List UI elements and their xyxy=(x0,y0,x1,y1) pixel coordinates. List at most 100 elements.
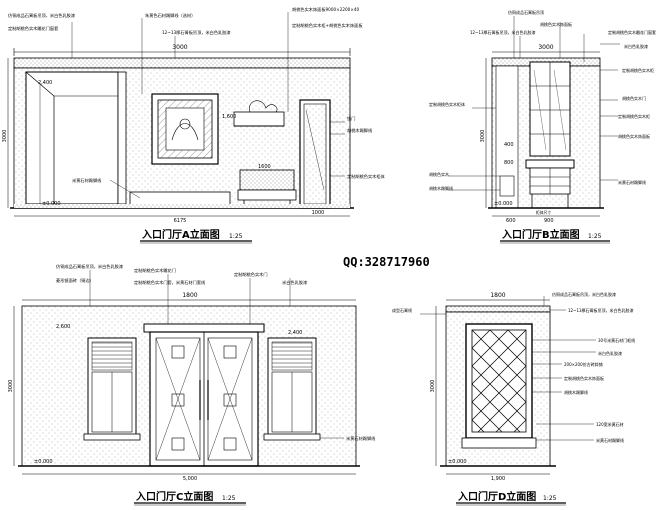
note-b-9: 胡桃色实木饰面板 xyxy=(618,133,650,139)
dim-b-bottom-c: 柜体尺寸 xyxy=(536,210,551,215)
dim-top: 3000 xyxy=(172,44,187,51)
dim-b-height-b: 800 xyxy=(504,160,514,166)
elevation-d: 1800 ±0.000 3000 xyxy=(392,291,635,506)
dim-b-bottom-a: 600 xyxy=(506,218,516,224)
note-c-5: 米黄石材踢脚线 xyxy=(346,435,376,442)
left-window xyxy=(83,337,141,441)
diamond-lattice-panel xyxy=(465,323,533,439)
note-b-5: 米白色乳胶漆 xyxy=(624,43,648,49)
note-d-2: 成型石膏线 xyxy=(392,307,412,313)
right-window xyxy=(263,337,321,441)
note-d-9: 米黄石材踢脚线 xyxy=(596,437,624,443)
drawer-chest xyxy=(525,159,575,208)
floor-level: ±0.000 xyxy=(448,459,467,465)
note-a-8: 胡桃木踢脚线 xyxy=(347,127,373,134)
floor-level: ±0.000 xyxy=(42,201,61,207)
note-b-1: 定制胡桃色实木柜体 xyxy=(429,101,465,107)
note-d-8: 120宽米黄石材 xyxy=(596,421,624,427)
elevation-c: 1800 xyxy=(8,263,376,506)
dim-d-left: 3000 xyxy=(430,380,436,393)
note-b-3: 胡桃色实木饰面板 xyxy=(540,21,572,27)
floor-level: ±0.000 xyxy=(494,201,513,207)
note-b-2: 仿铜成品石膏板吊顶 xyxy=(508,9,544,15)
note-b-6: 定制胡桃色实木柜 xyxy=(622,67,654,73)
double-door xyxy=(143,323,265,467)
note-c-1: 菱形镜面砖（铜边） xyxy=(56,277,94,284)
ceiling-band xyxy=(13,57,351,69)
note-d-5: 200×200仿古砖斜铺 xyxy=(564,361,603,367)
note-c-0: 仿铜成品石膏板吊顶，米白色乳胶漆 xyxy=(56,263,123,270)
dim-c-top: 1800 xyxy=(182,292,197,299)
elevation-b: 3000 ±0.000 3000 600 xyxy=(429,9,656,244)
skirting-block xyxy=(461,437,537,449)
view-scale-c: 1:25 xyxy=(222,495,236,502)
note-c-3: 定制胡桃色实木门套，米黄石材门套线 xyxy=(134,279,206,286)
annotations-b: 12~13厚石膏板吊顶，米白色乳胶漆 定制胡桃色实木柜体 仿铜成品石膏板吊顶 胡… xyxy=(429,9,656,191)
dim-door-height: 2,400 xyxy=(38,80,52,86)
dim-b-bottom-b: 900 xyxy=(544,218,554,224)
note-b-12: 胡桃木踢脚线 xyxy=(429,185,453,191)
note-a-2: 定制胡桃色实木雕花门窗套 xyxy=(8,25,59,32)
note-d-6: 定制胡桃色实木饰面板 xyxy=(564,375,604,381)
wall-shelf xyxy=(233,100,285,127)
dim-bench: 1600 xyxy=(258,164,271,170)
bench xyxy=(237,169,297,208)
note-b-0: 12~13厚石膏板吊顶，米白色乳胶漆 xyxy=(470,29,536,35)
elevation-a: 3000 xyxy=(2,6,386,244)
mirror-door xyxy=(299,99,331,209)
note-b-8: 定制胡桃色实木柜 xyxy=(618,113,650,119)
note-d-3: 30号米黄石材门框线 xyxy=(598,337,635,343)
stool xyxy=(499,175,515,197)
doorway-opening xyxy=(25,71,127,205)
dim-shelf: 1,600 xyxy=(222,114,236,120)
note-a-0: 朱黄色石材踢脚线（选材） xyxy=(145,12,195,19)
note-a-7: 镜门 xyxy=(347,115,355,122)
note-b-10: 米黄石材踢脚线 xyxy=(618,179,646,185)
dim-c-bottom: 5,000 xyxy=(183,476,197,482)
dim-b-left: 3000 xyxy=(480,130,486,143)
view-scale-d: 1:25 xyxy=(543,495,557,502)
note-b-11: 胡桃色实木 xyxy=(429,171,449,177)
note-d-7: 胡桃木踢脚线 xyxy=(564,389,588,395)
dim-c-side-right: 2,400 xyxy=(288,330,302,336)
glass-cabinet xyxy=(529,61,571,157)
dim-c-left: 3000 xyxy=(8,380,14,393)
view-title-a: 入口门厅A立面图 xyxy=(142,228,220,241)
dim-b-height-a: 400 xyxy=(504,142,514,148)
floor-level: ±0.000 xyxy=(34,459,53,465)
low-cabinet xyxy=(129,191,231,207)
view-scale-b: 1:25 xyxy=(588,233,602,240)
note-d-0: 仿铜成品石膏板吊顶，米白色乳胶漆 xyxy=(552,291,616,297)
note-a-5: 定制胡桃色实木柜+胡桃色实木饰面板 xyxy=(292,22,363,29)
view-title-d: 入口门厅D立面图 xyxy=(458,490,536,503)
dim-c-side-left: 2,600 xyxy=(56,324,70,330)
note-b-4: 定制胡桃色实木雕花门窗套 xyxy=(608,29,656,35)
baseboard xyxy=(14,204,350,208)
note-b-7: 胡桃色实木门 xyxy=(622,95,646,101)
dim-left: 3000 xyxy=(2,130,8,143)
note-a-6: 米黄石材踢脚线 xyxy=(72,177,102,184)
view-title-b: 入口门厅B立面图 xyxy=(502,228,580,241)
view-title-c: 入口门厅C立面图 xyxy=(136,490,213,503)
dim-b-top: 3000 xyxy=(538,44,553,51)
qq-watermark: QQ:328717960 xyxy=(343,255,430,269)
note-a-1: 仿铜成品石膏板吊顶，米白色乳胶漆 xyxy=(8,12,75,19)
note-d-1: 12~13厚石膏板吊顶，米白色乳胶漆 xyxy=(568,307,634,313)
annotations-d: 仿铜成品石膏板吊顶，米白色乳胶漆 12~13厚石膏板吊顶，米白色乳胶漆 成型石膏… xyxy=(392,291,635,443)
ceiling-band xyxy=(445,305,551,313)
note-c-6: 米白色乳胶漆 xyxy=(282,279,307,286)
note-a-4: 胡桃色实木饰面板9000×2200×40 xyxy=(292,6,359,13)
note-c-2: 定制胡桃色实木雕花门 xyxy=(134,267,176,274)
annotations-a: 朱黄色石材踢脚线（选材） 仿铜成品石膏板吊顶，米白色乳胶漆 定制胡桃色实木雕花门… xyxy=(8,6,386,199)
framed-painting xyxy=(151,93,219,165)
view-scale-a: 1:25 xyxy=(229,233,243,240)
note-a-9: 定制胡桃色实木柜体 xyxy=(347,173,386,180)
annotations-c: 仿铜成品石膏板吊顶，米白色乳胶漆 菱形镜面砖（铜边） 定制胡桃色实木雕花门 定制… xyxy=(56,263,376,442)
note-c-4: 定制胡桃色实木门 xyxy=(234,271,268,278)
dimension-line: 3000 xyxy=(13,44,351,56)
dim-width-right: 1000 xyxy=(312,210,325,216)
note-a-3: 12~13厚石膏板吊顶，米白色乳胶漆 xyxy=(162,29,231,36)
dim-bottom: 6175 xyxy=(174,218,187,224)
note-d-4: 米白色乳胶漆 xyxy=(598,350,622,356)
